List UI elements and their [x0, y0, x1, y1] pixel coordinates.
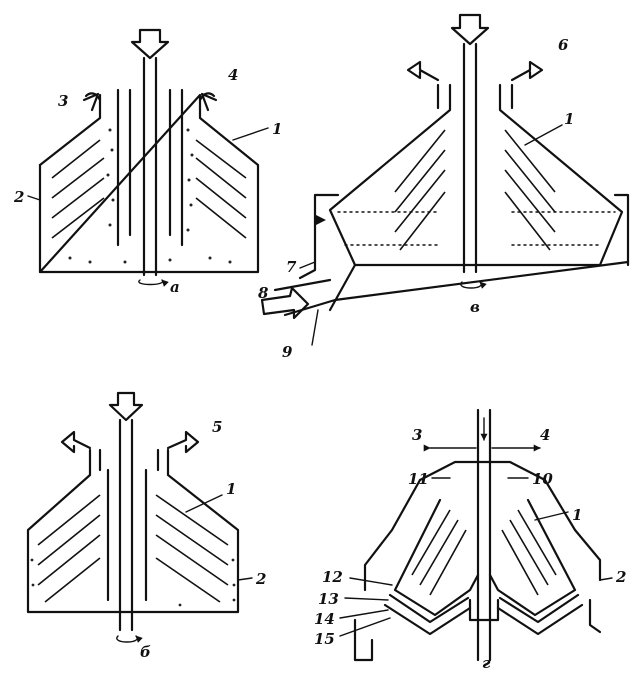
outlet-3 — [84, 92, 102, 102]
label-3: 3 — [412, 426, 422, 444]
label-6: 6 — [558, 36, 569, 54]
caption-g: г — [482, 654, 491, 672]
discs-right — [195, 139, 247, 239]
bowl-outline — [26, 448, 240, 614]
label-14: 14 — [314, 610, 335, 628]
label-4: 4 — [540, 426, 550, 444]
label-1: 1 — [272, 120, 282, 138]
bowl-outline — [38, 93, 260, 274]
discs — [37, 494, 229, 603]
sludge-arrow — [314, 214, 326, 226]
figure-g: г 1 2 3 4 10 11 12 13 14 15 — [314, 408, 626, 672]
label-3: 3 — [58, 92, 68, 110]
outlet-5 — [166, 430, 200, 454]
figure-v: в 1 6 7 8 9 — [258, 13, 630, 361]
label-1: 1 — [564, 110, 574, 128]
outlet-6 — [510, 60, 544, 82]
label-8: 8 — [258, 284, 269, 302]
inlet-arrow — [450, 13, 490, 46]
rotation-arrow — [460, 281, 487, 289]
discs-left — [51, 139, 105, 239]
sediment — [68, 128, 232, 264]
rotor — [393, 498, 577, 617]
label-1: 1 — [226, 480, 236, 498]
inlet-arrow — [130, 28, 170, 60]
label-1: 1 — [572, 506, 582, 524]
flow-lines — [337, 211, 616, 246]
label-10: 10 — [532, 470, 553, 488]
label-12: 12 — [322, 568, 343, 586]
label-13: 13 — [318, 590, 339, 608]
label-2: 2 — [615, 568, 626, 586]
caption-b: б — [140, 643, 151, 661]
label-9: 9 — [282, 343, 293, 361]
label-15: 15 — [314, 630, 335, 648]
discs — [411, 509, 557, 596]
caption-v: в — [470, 298, 480, 316]
label-2: 2 — [255, 570, 266, 588]
outlet-left — [60, 430, 92, 454]
label-2: 2 — [13, 188, 24, 206]
outlet-left — [406, 60, 440, 82]
outlet-4 — [198, 92, 216, 102]
sediment — [30, 558, 236, 607]
outlet-8 — [260, 286, 310, 320]
rotation-arrow — [138, 279, 169, 287]
label-11: 11 — [408, 470, 429, 488]
caption-a: а — [170, 278, 180, 296]
frame — [418, 460, 602, 582]
figure-b: б 1 2 5 — [26, 391, 266, 661]
label-4: 4 — [228, 66, 238, 84]
inlet-arrow — [108, 391, 144, 422]
label-5: 5 — [212, 418, 222, 436]
label-7: 7 — [286, 258, 297, 276]
bowl-outline — [328, 83, 624, 267]
discs — [394, 129, 556, 251]
rotation-arrow — [116, 635, 143, 643]
figure-a: а 1 2 3 4 — [13, 28, 282, 296]
